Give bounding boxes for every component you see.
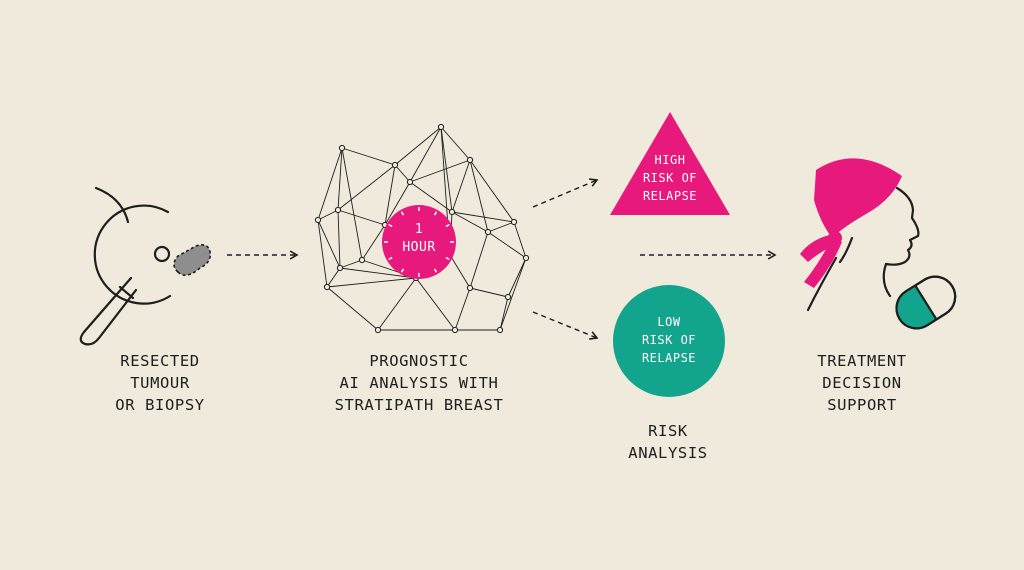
network-edge [317,147,343,221]
network-edge [394,126,442,166]
network-node [391,161,399,169]
network-edge [513,221,527,259]
network-node [334,206,342,214]
network-node [406,178,414,186]
network-node [484,228,492,236]
network-edge [384,164,396,226]
clock-tick [388,223,393,228]
network-edge [337,164,396,211]
network-node [323,283,331,291]
network-node [522,254,530,262]
clock-tick [445,256,450,261]
network-edge [469,159,515,223]
network-edge [317,209,339,221]
network-node [451,326,459,334]
network-edge [326,286,379,331]
network-edge [469,159,489,233]
clock-tick [433,211,438,216]
network-edge [454,287,471,331]
network-edge [337,147,343,211]
clock-icon [382,205,456,279]
network-edge [440,126,453,213]
clock-tick [400,268,405,273]
network-edge [469,231,489,289]
network-edge [499,257,527,331]
network-node [437,123,445,131]
tumour-step-label: RESECTED TUMOUR OR BIOPSY [115,352,205,414]
network-edge [487,231,527,259]
network-edge [415,277,456,331]
timer-label: 1 HOUR [389,221,449,257]
network-edge [507,257,527,298]
network-node [374,326,382,334]
network-edge [377,277,417,331]
network-edge [409,126,442,183]
network-edge [339,267,417,279]
network-node [336,264,344,272]
network-edge [451,159,471,213]
network-node [496,326,504,334]
network-edge [337,209,386,226]
magnifier-icon [79,186,172,346]
treatment-step-label: TREATMENT DECISION SUPPORT [817,352,907,414]
analysis-step-label: PROGNOSTIC AI ANALYSIS WITH STRATIPATH B… [334,352,504,414]
network-node [504,293,512,301]
network-node [314,216,322,224]
network-edge [451,211,515,223]
clock-tick [388,256,393,261]
network-node [448,208,456,216]
arrow-to-high-risk [532,178,599,208]
network-edge [384,181,411,226]
network-edge [339,259,363,269]
network-edge [449,254,471,289]
high-risk-label: HIGH RISK OF RELAPSE [642,153,698,203]
network-node [510,218,518,226]
network-edge [326,267,341,288]
circle-icon [613,285,725,397]
risk-step-label: RISK ANALYSIS [628,422,708,462]
low-risk-label: LOW RISK OF RELAPSE [641,315,697,365]
network-edge [469,287,509,298]
network-edge [317,219,328,288]
clock-tick [433,268,438,273]
timer-number: 1 [414,222,424,237]
timer-unit: HOUR [402,240,436,255]
network-edge [451,211,489,233]
network-edge [499,296,509,331]
network-edge [361,224,386,261]
network-node [466,156,474,164]
network-edge [337,209,341,269]
network-node [466,284,474,292]
network-edge [341,147,363,261]
network-node [338,144,346,152]
headscarf-icon [800,158,902,288]
network-edge [409,159,471,183]
flow-arrows [227,178,777,340]
network-edge [440,126,471,161]
arrow-to-low-risk [532,311,599,340]
triangle-icon [610,112,730,215]
clock-tick [400,211,405,216]
network-edge [409,181,453,213]
network-node [358,256,366,264]
network-edge [341,147,396,166]
pill-icon [895,275,957,330]
network-edge [326,277,417,288]
network-edge [394,164,411,183]
network-edge [317,219,341,269]
tissue-sample-icon [173,244,212,276]
network-edge [487,221,515,233]
patient-head-icon [806,186,920,312]
clock-tick [445,223,450,228]
network-icon [314,123,530,334]
